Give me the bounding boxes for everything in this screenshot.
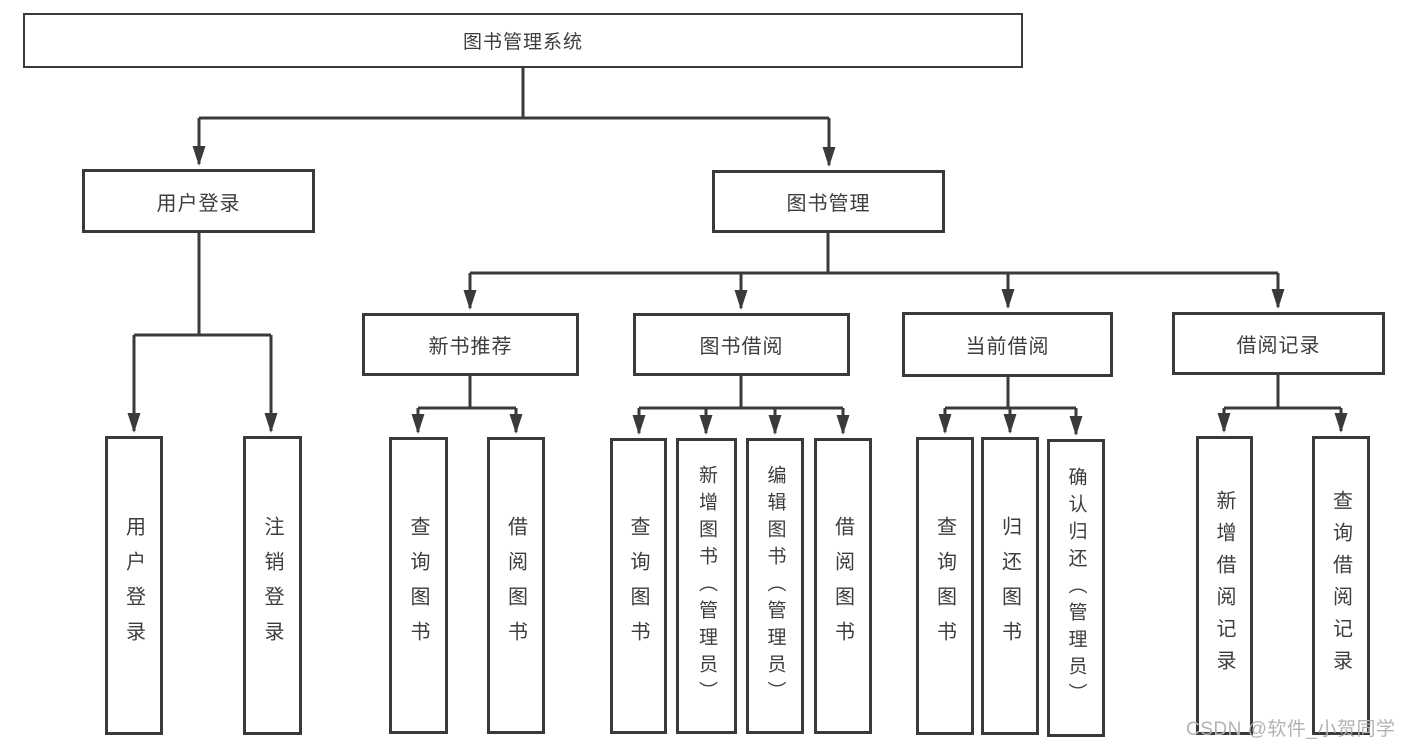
node-book-borrow: 图书借阅 (633, 313, 850, 376)
node-label: 查询借阅记录 (1329, 489, 1352, 682)
node-label: 确认归还（管理员） (1065, 466, 1087, 710)
node-new-book-recommend: 新书推荐 (362, 313, 579, 376)
leaf-query-books-recommend: 查询图书 (389, 437, 448, 734)
node-label: 新增图书（管理员） (696, 464, 717, 708)
leaf-query-borrow-record: 查询借阅记录 (1312, 436, 1370, 735)
node-label: 图书管理系统 (462, 32, 583, 53)
node-label: 图书借阅 (699, 336, 784, 358)
leaf-query-books-borrow: 查询图书 (610, 438, 667, 734)
node-label: 查询图书 (407, 515, 429, 656)
leaf-borrow-books: 借阅图书 (814, 438, 872, 734)
leaf-query-books-current: 查询图书 (916, 437, 974, 735)
node-label: 新书推荐 (428, 336, 513, 358)
node-borrow-records: 借阅记录 (1172, 312, 1385, 375)
leaf-return-books: 归还图书 (981, 437, 1039, 735)
node-label: 查询图书 (627, 516, 649, 656)
node-label: 编辑图书（管理员） (764, 464, 786, 708)
leaf-logout: 注销登录 (243, 436, 302, 735)
leaf-user-login: 用户登录 (105, 436, 163, 735)
csdn-watermark: CSDN @软件_小贺同学 (1186, 719, 1396, 740)
node-label: 查询图书 (933, 516, 956, 656)
node-current-borrow: 当前借阅 (902, 312, 1113, 377)
node-label: 借阅图书 (504, 515, 527, 656)
leaf-add-books-admin: 新增图书（管理员） (676, 438, 737, 734)
node-label: 借阅图书 (831, 516, 854, 656)
node-book-management-system: 图书管理系统 (23, 13, 1023, 68)
leaf-borrow-books-recommend: 借阅图书 (487, 437, 545, 734)
leaf-edit-books-admin: 编辑图书（管理员） (746, 438, 804, 734)
leaf-confirm-return-admin: 确认归还（管理员） (1047, 439, 1105, 737)
node-label: 归还图书 (998, 516, 1021, 656)
node-label: 用户登录 (122, 515, 145, 656)
node-book-management: 图书管理 (712, 170, 945, 233)
node-label: 新增借阅记录 (1213, 489, 1235, 682)
leaf-add-borrow-record: 新增借阅记录 (1196, 436, 1253, 735)
node-label: 用户登录 (156, 192, 241, 215)
node-label: 当前借阅 (965, 336, 1050, 358)
node-user-login: 用户登录 (82, 169, 315, 233)
node-label: 注销登录 (261, 515, 283, 656)
node-label: 图书管理 (786, 193, 871, 215)
node-label: 借阅记录 (1236, 335, 1321, 357)
